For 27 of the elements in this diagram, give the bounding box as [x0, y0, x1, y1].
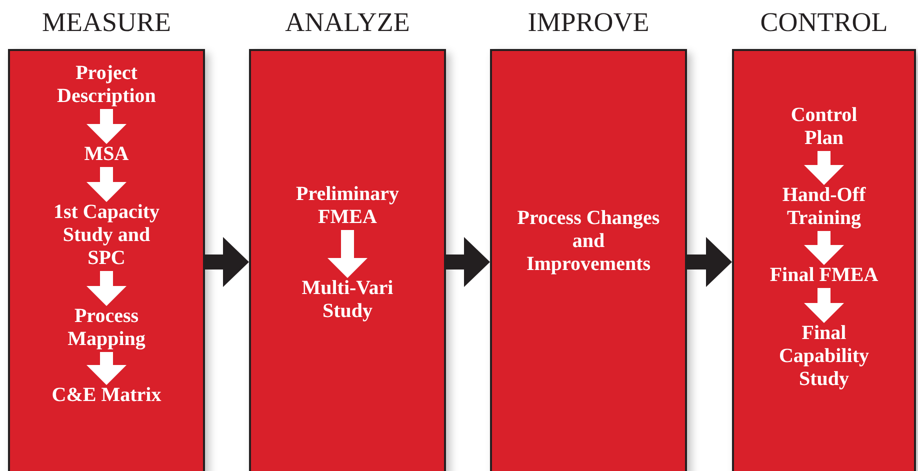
block-arrow	[205, 237, 249, 287]
step-label: Process Mapping	[46, 305, 166, 351]
phase-heading: CONTROL	[759, 6, 889, 38]
block-arrow	[86, 109, 126, 144]
step-label: 1st Capacity Study and SPC	[42, 201, 172, 270]
step-label: Hand-Off Training	[759, 184, 889, 230]
step-label: Project Description	[36, 62, 176, 108]
block-arrow	[86, 352, 126, 385]
step-label: MSA	[42, 143, 172, 166]
phase-heading: MEASURE	[40, 6, 172, 38]
block-arrow	[804, 151, 844, 185]
phase-heading: ANALYZE	[284, 6, 411, 38]
block-arrow	[687, 237, 732, 287]
step-label: C&E Matrix	[22, 384, 192, 407]
block-arrow	[804, 231, 844, 265]
step-label: Final FMEA	[744, 264, 904, 287]
step-label: Multi-Vari Study	[282, 277, 412, 323]
block-arrow	[86, 167, 126, 202]
block-arrow	[446, 237, 490, 287]
block-arrow	[328, 230, 368, 278]
phase-heading: IMPROVE	[526, 6, 650, 38]
block-arrow	[804, 288, 844, 323]
step-label: Control Plan	[779, 104, 869, 150]
step-label: Final Capability Study	[759, 322, 889, 391]
step-label: Process Changes and Improvements	[508, 207, 668, 276]
block-arrow	[86, 271, 126, 306]
step-label: Preliminary FMEA	[272, 183, 422, 229]
